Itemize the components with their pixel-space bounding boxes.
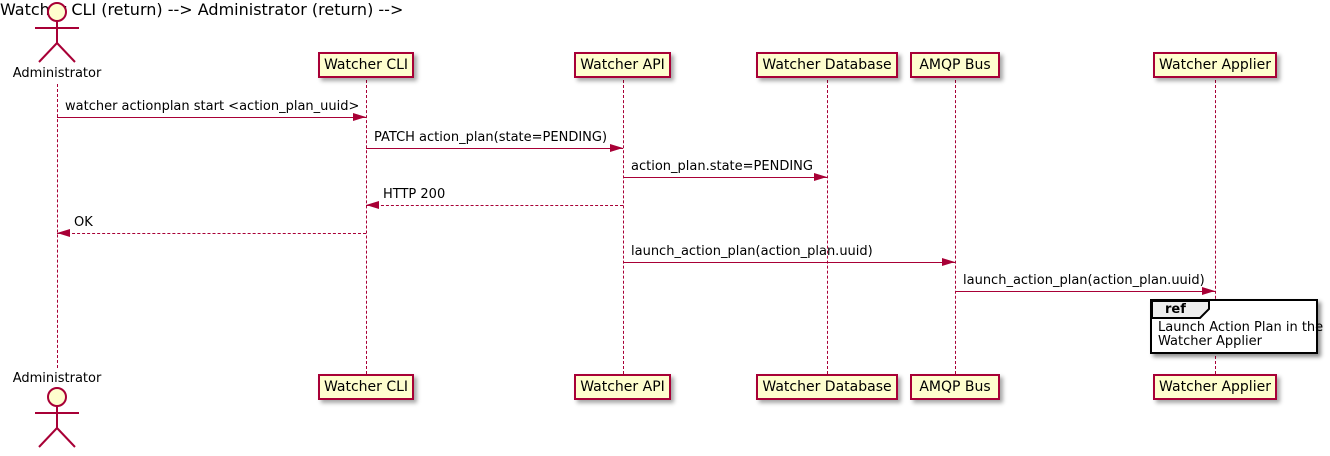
participant-watcher-cli-bottom: Watcher CLI [318,374,414,400]
arrowhead-right-icon [610,144,623,152]
participant-amqp-bus-bottom: AMQP Bus [910,374,1000,400]
arrowhead-right-icon [814,173,827,181]
participant-label: Watcher Applier [1159,379,1271,395]
arrowhead-right-icon [942,258,955,266]
message-start-actionplan: watcher actionplan start <action_plan_uu… [57,99,366,121]
message-arrow [366,144,623,152]
participant-amqp-bus-top: AMQP Bus [910,52,1000,78]
actor-label-administrator-top: Administrator [12,66,102,81]
arrowhead-left-icon [366,201,379,209]
participant-label: AMQP Bus [919,57,991,73]
administrator-actor-icon [35,2,79,63]
message-arrow [57,229,366,237]
participant-watcher-applier-bottom: Watcher Applier [1153,374,1277,400]
participant-watcher-api-bottom: Watcher API [574,374,671,400]
message-arrow [366,201,623,209]
message-ok: OK [57,215,366,237]
arrowhead-left-icon [57,229,70,237]
message-label: action_plan.state=PENDING [631,159,813,174]
message-label: OK [74,215,93,230]
participant-watcher-database-bottom: Watcher Database [756,374,898,400]
message-label: PATCH action_plan(state=PENDING) [374,130,608,145]
arrowhead-right-icon [1202,287,1215,295]
message-label: launch_action_plan(action_plan.uuid) [631,244,873,259]
participant-watcher-database-top: Watcher Database [756,52,898,78]
ref-text-line1: Launch Action Plan in the [1158,320,1324,335]
participant-label: Watcher CLI [323,57,409,73]
message-arrow [57,113,366,121]
participant-label: Watcher Database [762,57,892,73]
participant-label: Watcher API [580,379,665,395]
participant-label: Watcher Applier [1159,57,1271,73]
lifeline-watcher-database [827,80,828,374]
arrowhead-right-icon [353,113,366,121]
actor-label-administrator-bottom: Administrator [12,371,102,386]
message-label: watcher actionplan start <action_plan_uu… [65,99,360,114]
participant-label: AMQP Bus [919,379,991,395]
participant-label: Watcher Database [762,379,892,395]
participant-watcher-cli-top: Watcher CLI [318,52,414,78]
message-launch-action-plan-amqp: launch_action_plan(action_plan.uuid) [955,273,1215,295]
message-action-plan-state: action_plan.state=PENDING [623,159,827,181]
ref-fragment: ref Launch Action Plan in the Watcher Ap… [1150,299,1323,354]
participant-label: Watcher API [580,57,665,73]
message-launch-action-plan-api: launch_action_plan(action_plan.uuid) [623,244,955,266]
administrator-actor-icon [35,387,79,448]
lifeline-watcher-applier [1215,80,1216,374]
lifeline-watcher-api [623,80,624,374]
message-arrow [623,258,955,266]
ref-text-line2: Watcher Applier [1158,334,1262,349]
ref-header-pentagon-icon [1151,300,1210,319]
ref-text: Launch Action Plan in the Watcher Applie… [1158,321,1323,349]
message-patch-action-plan: PATCH action_plan(state=PENDING) [366,130,623,152]
participant-watcher-applier-top: Watcher Applier [1153,52,1277,78]
participant-watcher-api-top: Watcher API [574,52,671,78]
lifeline-administrator [57,84,58,368]
message-arrow [623,173,827,181]
ref-keyword: ref [1165,302,1186,317]
lifeline-watcher-cli [366,80,367,374]
message-http-200: HTTP 200 [366,187,623,209]
message-label: launch_action_plan(action_plan.uuid) [963,273,1205,288]
participant-label: Watcher CLI [323,379,409,395]
message-arrow [955,287,1215,295]
message-label: HTTP 200 [383,187,446,202]
lifeline-amqp-bus [955,80,956,374]
